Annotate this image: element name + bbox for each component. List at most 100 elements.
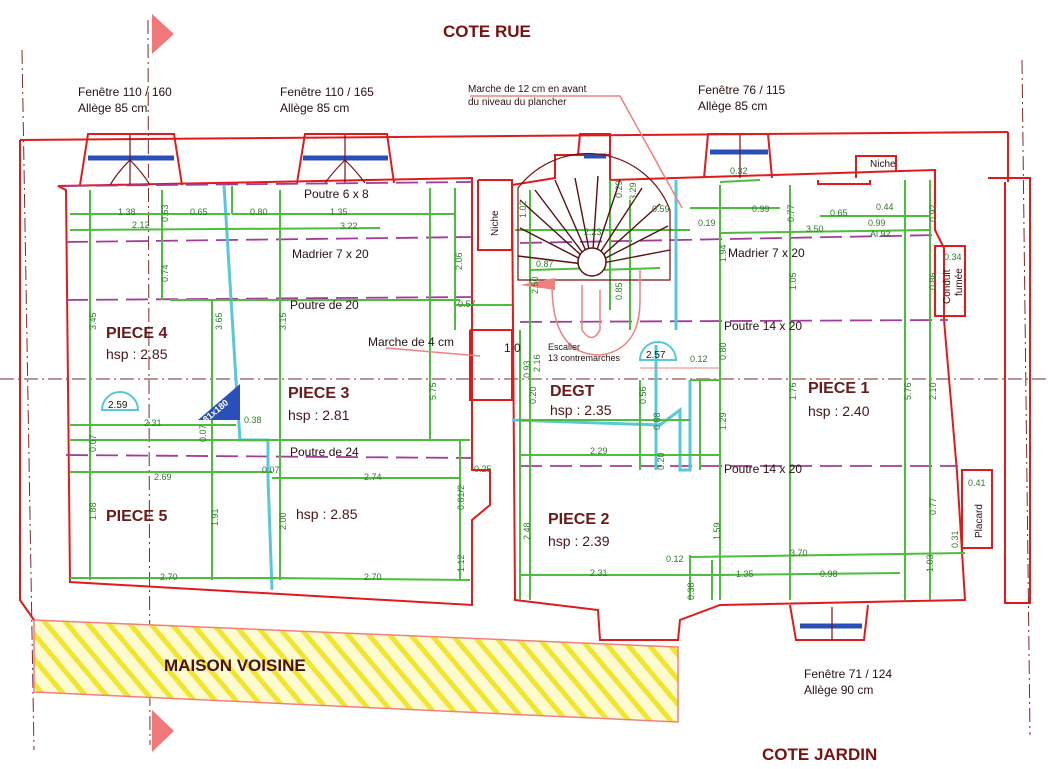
- dim-label: 0.44: [876, 202, 894, 212]
- window-3-title: Fenêtre 76 / 115: [698, 83, 785, 97]
- note-step-4cm: Marche de 4 cm: [368, 335, 454, 349]
- dim-label: 3.15: [278, 312, 288, 330]
- beam-label-madrier-right: Madrier 7 x 20: [728, 246, 805, 260]
- axis-markers: [152, 14, 174, 752]
- dim-label: 1.88: [88, 502, 98, 520]
- label-fumee: fumée: [954, 268, 965, 296]
- room-piece-3-name: PIECE 3: [288, 385, 349, 402]
- dim-label: 3.22: [340, 221, 358, 231]
- dim-label: 0.87: [536, 259, 554, 269]
- dim-label: 3.50: [806, 224, 824, 234]
- dim-label: 0.85: [614, 282, 624, 300]
- dim-label: 2.31: [144, 418, 162, 428]
- door-size-label: 81x180: [201, 398, 230, 425]
- dim-label: 2.50: [530, 276, 540, 294]
- room-piece-4-hsp: hsp : 2.85: [106, 346, 168, 362]
- dim-label: 0.19: [698, 218, 716, 228]
- window-4-title: Fenêtre 71 / 124: [804, 667, 892, 681]
- dim-label: 0.41: [968, 478, 986, 488]
- dim-label: 1.59: [712, 522, 722, 540]
- dim-label: 0.38: [686, 582, 696, 600]
- beam-label-poutre-20: Poutre de 20: [290, 298, 359, 312]
- door-leaf: [198, 384, 240, 420]
- dim-label: 0.81/2: [456, 485, 466, 510]
- beam-label-poutre-14x20-a: Poutre 14 x 20: [724, 319, 802, 333]
- dim-label: 1.35: [736, 569, 754, 579]
- room-degt-name: DEGT: [550, 383, 595, 400]
- dim-label: 2.69: [154, 472, 172, 482]
- window-1-title: Fenêtre 110 / 160: [78, 85, 172, 99]
- label-conduit: Conduit: [942, 269, 953, 304]
- label-contremarches: 13 contremarches: [548, 353, 621, 363]
- beam-label-poutre-6x8: Poutre 6 x 8: [304, 187, 369, 201]
- neighbor-house: [33, 619, 679, 723]
- dim-label: 3.65: [214, 312, 224, 330]
- dim-label: 0.57: [458, 299, 476, 309]
- room-piece-1-name: PIECE 1: [808, 380, 869, 397]
- beam-lines: [65, 181, 958, 467]
- dim-label: 0.07: [262, 465, 280, 475]
- dim-label: 0.88: [652, 412, 662, 430]
- dim-label: Al.92: [870, 229, 891, 239]
- note-step-line1: Marche de 12 cm en avant: [468, 84, 587, 95]
- dim-label: 2.31: [590, 568, 608, 578]
- dim-label: 0.98: [820, 569, 838, 579]
- dim-label: 0.38: [244, 415, 262, 425]
- dim-label: 0.56: [638, 386, 648, 404]
- window-4-sill: Allège 90 cm: [804, 683, 873, 697]
- beam-label-poutre-14x20-b: Poutre 14 x 20: [724, 462, 802, 476]
- beam-label-madrier-left: Madrier 7 x 20: [292, 247, 369, 261]
- dim-label: 0.20: [656, 452, 666, 470]
- note-step-line2: du niveau du plancher: [468, 97, 567, 108]
- dim-label: 0.80: [250, 207, 268, 217]
- dim-label: 2.06: [454, 252, 464, 270]
- room-piece-5-name: PIECE 5: [106, 508, 167, 525]
- dim-label: 1.02: [518, 200, 528, 218]
- dim-label: 2.23: [584, 227, 602, 237]
- dim-label: 3.29: [628, 182, 638, 200]
- label-niche-right: Niche: [870, 159, 896, 170]
- dim-label: 0.20: [528, 386, 538, 404]
- room-piece-2-hsp: hsp : 2.39: [548, 533, 610, 549]
- dim-label: 2.12: [132, 220, 150, 230]
- room-piece-2-name: PIECE 2: [548, 511, 609, 528]
- dim-label: 0.25: [474, 464, 492, 474]
- leader-lines: [385, 95, 683, 357]
- dim-label: 2.16: [532, 354, 542, 372]
- dim-label: 5.75: [428, 382, 438, 400]
- dim-label: 1.03: [925, 554, 935, 572]
- dim-label: 0.93: [522, 360, 532, 378]
- dim-label: 0.99: [752, 204, 770, 214]
- dim-label: 2.00: [278, 512, 288, 530]
- door-width-degt: 2.57: [646, 350, 666, 361]
- window-frames: [109, 135, 833, 640]
- dim-label: 0.63: [160, 204, 170, 222]
- dim-label: 0.77: [786, 204, 796, 222]
- dim-label: 3.45: [88, 312, 98, 330]
- measurement-lines: [69, 179, 966, 600]
- label-ten: 1 0: [504, 341, 521, 355]
- dim-label: 0.65: [830, 208, 848, 218]
- dim-label: 5.76: [903, 382, 913, 400]
- dim-label: 1.76: [788, 382, 798, 400]
- window-2-title: Fenêtre 110 / 165: [280, 85, 374, 99]
- dim-label: 1.94: [718, 244, 728, 262]
- dim-label: 0.31: [950, 530, 960, 548]
- label-niche-left: Niche: [490, 210, 501, 236]
- dim-label: 0.12: [666, 554, 684, 564]
- dim-label: 1.35: [330, 207, 348, 217]
- label-placard: Placard: [974, 504, 985, 538]
- dim-label: 1.12: [456, 554, 466, 572]
- dim-label: 0.12: [690, 354, 708, 364]
- dim-label: 2.10: [928, 382, 938, 400]
- room-degt-hsp: hsp : 2.35: [550, 402, 612, 418]
- dim-label: 0.34: [944, 252, 962, 262]
- room-piece-5-hsp: hsp : 2.85: [296, 506, 358, 522]
- dim-label: 0.74: [160, 264, 170, 282]
- dim-label: 2.29: [590, 446, 608, 456]
- dim-label: 2.70: [160, 572, 178, 582]
- dim-label: 0.59: [652, 204, 670, 214]
- room-piece-1-hsp: hsp : 2.40: [808, 403, 870, 419]
